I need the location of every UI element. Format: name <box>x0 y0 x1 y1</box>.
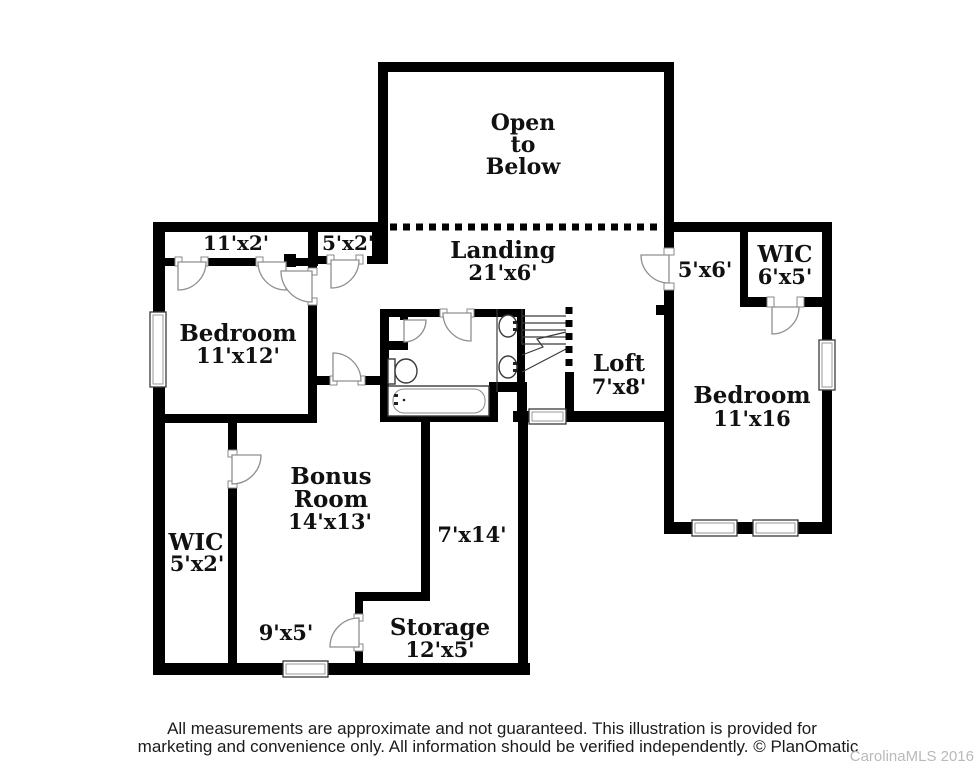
label-bedroom-left-dims: 11'x12' <box>196 343 280 368</box>
window-bottom-left <box>282 660 329 678</box>
stair-break-line-2 <box>521 348 567 373</box>
label-landing-name: Landing <box>450 237 555 264</box>
label-bedroom-right-dims: 11'x16 <box>713 406 790 431</box>
stairs <box>521 309 567 373</box>
window-loft <box>528 408 567 425</box>
wic-left-door <box>227 449 262 489</box>
label-open-below-3: Below <box>486 154 562 180</box>
label-corridor-dims: 7'x14' <box>437 522 506 547</box>
sink-1 <box>498 314 518 338</box>
bathroom-door <box>439 308 475 342</box>
label-landing-dims: 21'x6' <box>468 260 537 285</box>
window-right-wall <box>818 339 836 391</box>
closet-5x2-door <box>326 254 364 289</box>
label-storage-name: Storage <box>390 614 490 641</box>
wic-right-door <box>766 296 805 335</box>
label-bonus-name-1: Bonus <box>290 463 371 490</box>
windows <box>149 311 836 678</box>
label-open-below-1: Open <box>491 110 556 136</box>
disclaimer-line-2: marketing and convenience only. All info… <box>138 737 859 756</box>
label-vestibule-dims: 5'x6' <box>678 257 733 282</box>
footer: All measurements are approximate and not… <box>138 719 974 765</box>
bathroom-fixtures <box>387 309 518 417</box>
window-left-bedroom <box>149 311 167 388</box>
label-storage-dims: 12'x5' <box>405 637 474 662</box>
label-bedroom-right-name: Bedroom <box>693 382 810 409</box>
watermark: CarolinaMLS 2016 <box>850 748 974 765</box>
label-bonus-name-2: Room <box>294 486 368 513</box>
label-nook-dims: 9'x5' <box>259 620 314 645</box>
label-wic-left-dims: 5'x2' <box>170 551 225 576</box>
label-bonus-dims: 14'x13' <box>288 509 372 534</box>
disclaimer-line-1: All measurements are approximate and not… <box>167 719 817 738</box>
bedroom-left-door <box>280 267 318 306</box>
label-closet-5x2: 5'x2' <box>322 231 374 255</box>
bathtub <box>387 385 490 417</box>
window-right-bedroom-1 <box>691 519 738 537</box>
label-closet-11x2: 11'x2' <box>203 231 269 255</box>
closet-door-left <box>174 256 209 291</box>
label-loft-name: Loft <box>593 350 645 377</box>
label-wic-right-name: WIC <box>757 241 813 268</box>
label-wic-right-dims: 6'x5' <box>758 264 813 289</box>
bathroom-closet-door <box>403 319 427 343</box>
doors <box>174 247 805 652</box>
toilet <box>387 358 418 385</box>
window-right-bedroom-2 <box>752 519 799 537</box>
room-labels: Open to Below Landing 21'x6' 11'x2' 5'x2… <box>168 110 813 662</box>
label-loft-dims: 7'x8' <box>592 374 647 399</box>
label-bedroom-left-name: Bedroom <box>179 320 296 347</box>
closet-door-right <box>255 256 287 291</box>
vanity <box>496 309 518 392</box>
stair-break-line <box>521 331 567 356</box>
storage-door <box>329 613 364 652</box>
vestibule-door <box>640 247 675 291</box>
bonus-room-door <box>329 352 366 386</box>
label-open-below-2: to <box>511 132 536 158</box>
label-wic-left-name: WIC <box>168 529 224 556</box>
sink-2 <box>498 355 518 379</box>
